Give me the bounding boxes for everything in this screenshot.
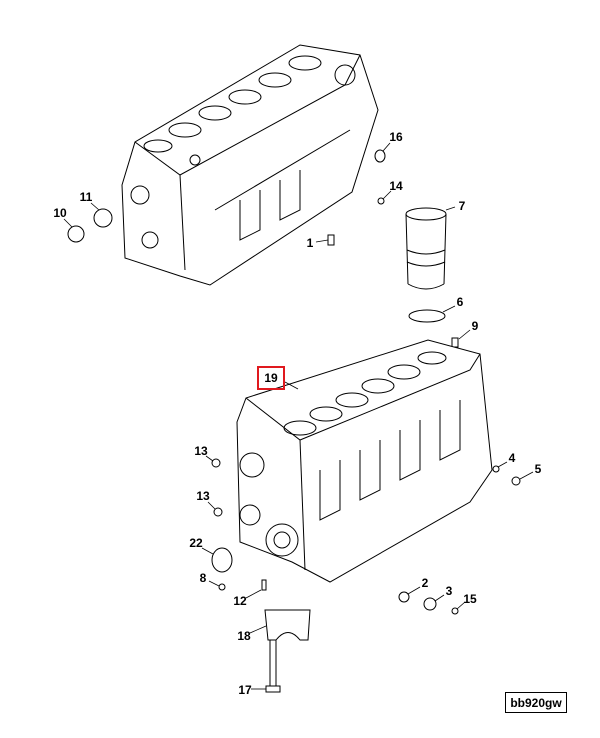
bearing-cap-18 — [264, 609, 311, 641]
callout-14: 14 — [389, 179, 403, 193]
callout-6: 6 — [456, 295, 464, 309]
callout-3: 3 — [445, 584, 453, 598]
o-ring-10 — [67, 225, 85, 243]
plug-8 — [218, 583, 226, 591]
bolt-17 — [265, 640, 281, 693]
callout-16: 16 — [389, 130, 403, 144]
plug-9 — [451, 337, 459, 348]
upper-cylinder-block — [121, 44, 379, 286]
callout-18: 18 — [237, 629, 251, 643]
callout-1: 1 — [306, 236, 314, 250]
plug-15 — [451, 607, 459, 615]
callout-8: 8 — [199, 571, 207, 585]
o-ring-13b — [213, 507, 223, 517]
o-ring-6 — [408, 309, 446, 323]
o-ring-13a — [211, 458, 221, 468]
callout-15: 15 — [463, 592, 477, 606]
callout-19-highlighted: 19 — [257, 366, 285, 390]
seal-22 — [211, 547, 233, 573]
callout-13: 13 — [196, 489, 210, 503]
o-ring-11 — [93, 208, 113, 228]
pin-12 — [261, 579, 267, 591]
plug-14 — [377, 197, 385, 205]
callout-4: 4 — [508, 451, 516, 465]
callout-13: 13 — [194, 444, 208, 458]
callout-22: 22 — [189, 536, 203, 550]
callout-12: 12 — [233, 594, 247, 608]
plug-2 — [398, 591, 410, 603]
plug-4 — [492, 465, 500, 473]
leader-lines — [63, 142, 534, 690]
callout-11: 11 — [79, 190, 93, 204]
callout-7: 7 — [458, 199, 466, 213]
callout-5: 5 — [534, 462, 542, 476]
dowel-1 — [327, 234, 335, 246]
lower-cylinder-block — [236, 339, 493, 583]
reference-code: bb920gw — [505, 692, 567, 713]
cylinder-liner — [405, 207, 447, 290]
callout-10: 10 — [53, 206, 67, 220]
seal-16 — [374, 149, 386, 163]
callout-9: 9 — [471, 319, 479, 333]
plug-5 — [511, 476, 521, 486]
plug-3 — [423, 597, 437, 611]
callout-2: 2 — [421, 576, 429, 590]
callout-17: 17 — [238, 683, 252, 697]
